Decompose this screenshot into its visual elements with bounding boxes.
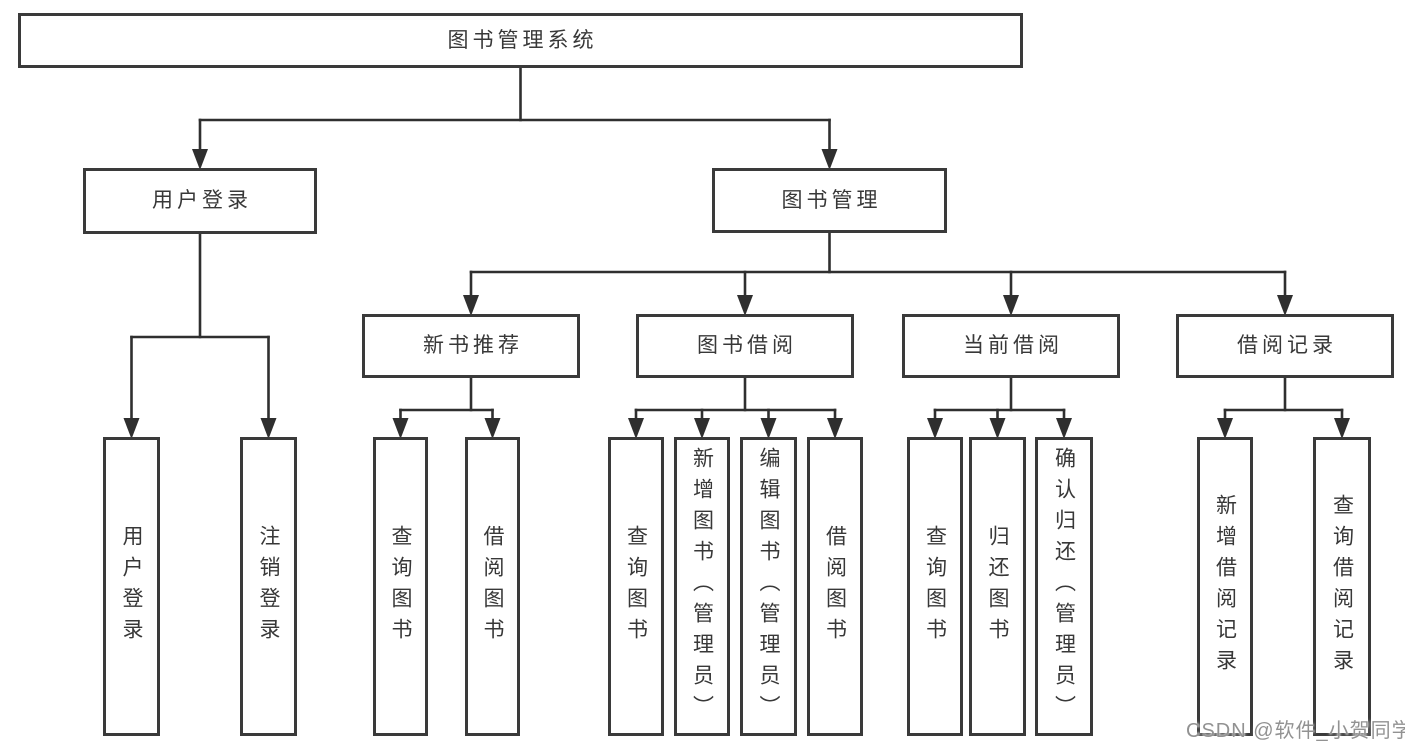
arrowhead-icon xyxy=(1003,295,1019,316)
arrowhead-icon xyxy=(392,418,409,439)
node-cb-return: 归还图书 xyxy=(969,437,1026,736)
node-root: 图书管理系统 xyxy=(18,13,1023,68)
node-bb-borrow: 借阅图书 xyxy=(807,437,863,736)
node-cb-confirm: 确认归还（管理员） xyxy=(1035,437,1093,736)
arrowhead-icon xyxy=(821,149,838,170)
watermark-text: CSDN @软件_小贺同学 xyxy=(1186,720,1405,742)
arrowhead-icon xyxy=(260,418,277,439)
arrowhead-icon xyxy=(694,418,710,439)
connector-group-user-login xyxy=(123,232,277,439)
node-label-nbr-query: 查询图书 xyxy=(389,524,412,649)
connector-group-book-borrow xyxy=(628,376,843,439)
node-br-query: 查询借阅记录 xyxy=(1313,437,1371,736)
node-label-cb-return: 归还图书 xyxy=(986,524,1009,649)
node-cb-query: 查询图书 xyxy=(907,437,963,736)
arrowhead-icon xyxy=(123,418,140,439)
node-label-bb-borrow: 借阅图书 xyxy=(823,524,847,649)
node-label-book-borrow: 图书借阅 xyxy=(697,334,797,358)
node-ul-login: 用户登录 xyxy=(103,437,160,736)
node-ul-logout: 注销登录 xyxy=(240,437,297,736)
connector-group-book-mgmt xyxy=(463,231,1293,316)
arrowhead-icon xyxy=(927,418,943,439)
arrowhead-icon xyxy=(484,418,501,439)
node-label-br-query: 查询借阅记录 xyxy=(1330,493,1354,680)
node-label-bb-add: 新增图书（管理员） xyxy=(690,447,714,726)
node-label-bb-edit: 编辑图书（管理员） xyxy=(757,447,780,726)
arrowhead-icon xyxy=(1056,418,1072,439)
node-new-book-rec: 新书推荐 xyxy=(362,314,580,378)
node-current-borrow: 当前借阅 xyxy=(902,314,1120,378)
node-label-new-book-rec: 新书推荐 xyxy=(423,334,523,358)
connector-group-root xyxy=(192,66,838,170)
node-label-cb-query: 查询图书 xyxy=(923,524,947,649)
node-nbr-query: 查询图书 xyxy=(373,437,428,736)
node-bb-edit: 编辑图书（管理员） xyxy=(740,437,797,736)
arrowhead-icon xyxy=(1334,418,1350,439)
connector-group-current-borrow xyxy=(927,376,1072,439)
node-label-ul-login: 用户登录 xyxy=(120,524,143,649)
node-label-bb-query: 查询图书 xyxy=(624,524,648,649)
arrowhead-icon xyxy=(760,418,777,439)
arrowhead-icon xyxy=(192,149,208,170)
node-nbr-borrow: 借阅图书 xyxy=(465,437,520,736)
node-book-borrow: 图书借阅 xyxy=(636,314,854,378)
arrowhead-icon xyxy=(1217,418,1233,439)
node-label-user-login: 用户登录 xyxy=(152,189,252,213)
connector-group-new-book-rec xyxy=(392,376,501,439)
node-user-login: 用户登录 xyxy=(83,168,317,234)
node-label-br-add: 新增借阅记录 xyxy=(1213,493,1237,680)
node-label-current-borrow: 当前借阅 xyxy=(963,334,1063,358)
arrowhead-icon xyxy=(628,418,644,439)
arrowhead-icon xyxy=(463,295,479,316)
arrowhead-icon xyxy=(989,418,1006,439)
arrowhead-icon xyxy=(827,418,843,439)
node-label-nbr-borrow: 借阅图书 xyxy=(481,524,504,649)
node-label-root: 图书管理系统 xyxy=(447,28,598,52)
node-bb-add: 新增图书（管理员） xyxy=(674,437,730,736)
node-br-add: 新增借阅记录 xyxy=(1197,437,1253,736)
node-label-book-mgmt: 图书管理 xyxy=(781,188,882,212)
node-label-cb-confirm: 确认归还（管理员） xyxy=(1052,447,1076,726)
node-bb-query: 查询图书 xyxy=(608,437,664,736)
connector-group-borrow-records xyxy=(1217,376,1350,439)
arrowhead-icon xyxy=(1277,295,1293,316)
node-label-borrow-records: 借阅记录 xyxy=(1237,334,1337,358)
node-book-mgmt: 图书管理 xyxy=(712,168,947,233)
node-borrow-records: 借阅记录 xyxy=(1176,314,1394,378)
node-label-ul-logout: 注销登录 xyxy=(257,524,280,649)
arrowhead-icon xyxy=(737,295,753,316)
